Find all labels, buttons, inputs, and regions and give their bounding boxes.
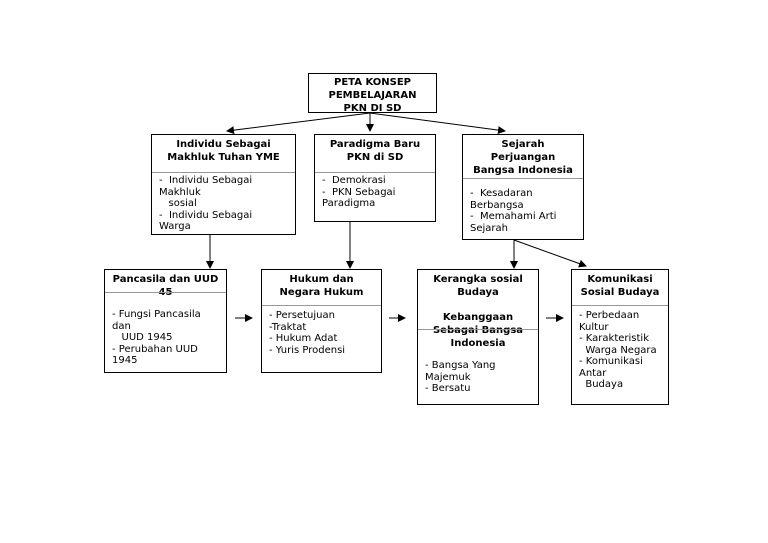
node-komunikasi: Komunikasi Sosial Budaya - Perbedaan Kul… xyxy=(571,269,669,405)
divider xyxy=(105,292,226,293)
node-pancasila: Pancasila dan UUD 45 - Fungsi Pancasila … xyxy=(104,269,227,373)
node-paradigma: Paradigma Baru PKN di SD - Demokrasi - P… xyxy=(314,134,436,222)
root-title: PETA KONSEP PEMBELAJARAN PKN DI SD xyxy=(328,77,417,113)
divider xyxy=(418,329,538,330)
divider xyxy=(315,172,435,173)
node-paradigma-title: Paradigma Baru PKN di SD xyxy=(329,139,421,163)
node-sejarah-title: Sejarah Perjuangan Bangsa Indonesia xyxy=(473,139,573,176)
node-individu-items: - Individu Sebagai Makhluk sosial - Indi… xyxy=(159,175,253,232)
node-hukum-items: - Persetujuan -Traktat - Hukum Adat - Yu… xyxy=(269,310,346,356)
node-pancasila-items: - Fungsi Pancasila dan UUD 1945 - Peruba… xyxy=(112,309,201,366)
node-kerangka: Kerangka sosial Budaya Kebanggaan Sebaga… xyxy=(417,269,539,405)
node-sejarah-items: - Kesadaran Berbangsa - Memahami Arti Se… xyxy=(470,188,557,234)
node-individu-title: Individu Sebagai Makhluk Tuhan YME xyxy=(167,139,280,163)
node-kerangka-title: Kerangka sosial Budaya xyxy=(433,274,523,298)
node-komunikasi-title: Komunikasi Sosial Budaya xyxy=(580,274,660,298)
arrow-sejarah-to-komunikasi xyxy=(513,239,587,268)
arrow-root-to-individu xyxy=(226,112,371,135)
node-pancasila-title: Pancasila dan UUD 45 xyxy=(112,274,219,298)
divider xyxy=(572,305,668,306)
divider xyxy=(262,305,381,306)
node-sejarah: Sejarah Perjuangan Bangsa Indonesia - Ke… xyxy=(462,134,584,240)
node-hukum-title: Hukum dan Negara Hukum xyxy=(279,274,364,298)
node-kerangka-items: - Bangsa Yang Majemuk - Bersatu xyxy=(425,360,496,394)
node-hukum: Hukum dan Negara Hukum - Persetujuan -Tr… xyxy=(261,269,382,373)
arrow-root-to-sejarah xyxy=(369,112,506,135)
node-individu: Individu Sebagai Makhluk Tuhan YME - Ind… xyxy=(151,134,296,235)
node-kerangka-subtitle: Kebanggaan Sebagai Bangsa Indonesia xyxy=(432,312,524,349)
node-komunikasi-items: - Perbedaan Kultur - Karakteristik Warga… xyxy=(579,310,657,390)
node-paradigma-items: - Demokrasi - PKN Sebagai Paradigma xyxy=(322,175,396,209)
divider xyxy=(152,172,295,173)
root-node: PETA KONSEP PEMBELAJARAN PKN DI SD xyxy=(308,73,437,113)
divider xyxy=(463,178,583,179)
